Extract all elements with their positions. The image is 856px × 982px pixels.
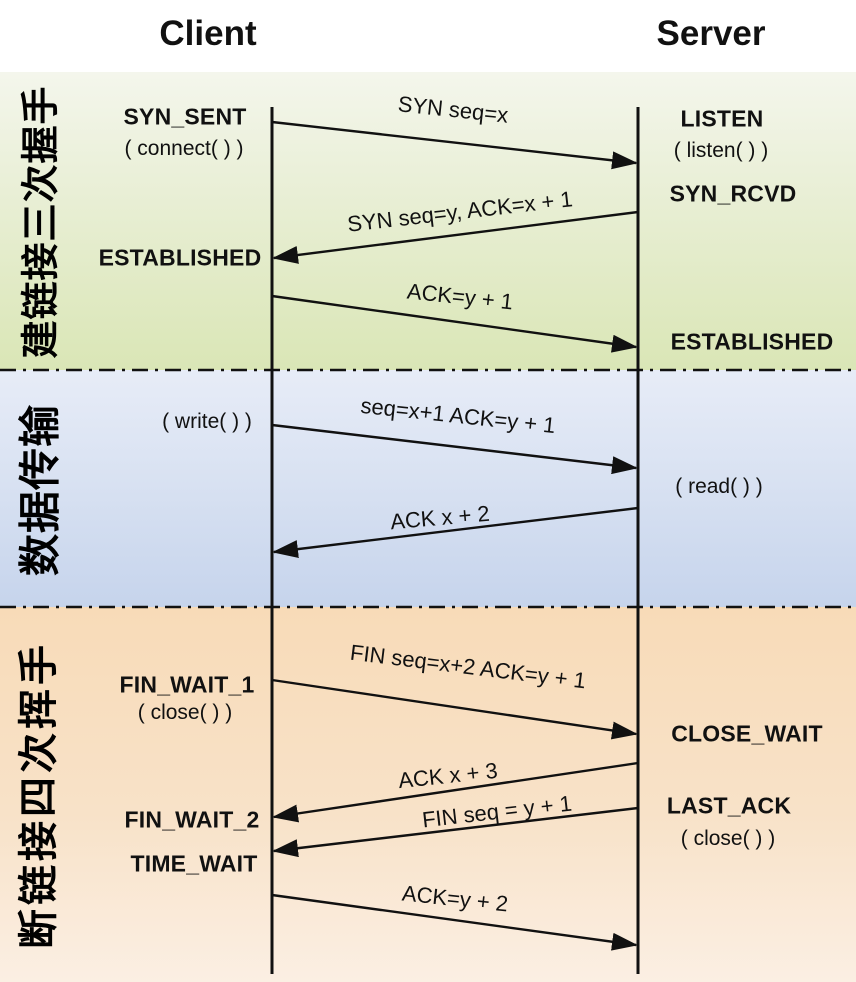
section-three-way-handshake	[0, 72, 856, 370]
client-call-close: ( close( ) )	[137, 701, 233, 724]
client-state-syn-sent: SYN_SENT	[123, 103, 247, 130]
server-state-listen: LISTEN	[680, 105, 764, 132]
client-header: Client	[159, 14, 257, 53]
arrow-fin-1	[271, 678, 638, 740]
arrow-data-ack	[272, 506, 639, 559]
server-call-read: ( read( ) )	[675, 475, 763, 498]
server-state-last-ack: LAST_ACK	[666, 792, 792, 819]
server-state-syn-rcvd: SYN_RCVD	[669, 180, 797, 207]
arrow-ack	[271, 294, 638, 353]
server-call-close: ( close( ) )	[680, 827, 776, 850]
client-call-write: ( write( ) )	[162, 410, 252, 433]
arrow-syn-ack	[272, 210, 639, 264]
client-state-fin-wait-1: FIN_WAIT_1	[119, 671, 255, 698]
client-state-fin-wait-2: FIN_WAIT_2	[124, 806, 260, 833]
arrow-syn	[271, 120, 638, 170]
client-state-established: ESTABLISHED	[98, 244, 262, 271]
arrow-data-seq	[271, 423, 638, 475]
server-state-established: ESTABLISHED	[670, 328, 834, 355]
arrow-ack-final	[271, 893, 638, 951]
section-label-three-way-handshake: 建链接三次握手	[17, 85, 63, 359]
client-state-time-wait: TIME_WAIT	[130, 850, 258, 877]
server-call-listen: ( listen( ) )	[673, 139, 769, 162]
section-data-transfer	[0, 370, 856, 607]
arrow-ack-x3	[272, 761, 639, 823]
server-state-close-wait: CLOSE_WAIT	[671, 720, 823, 747]
section-label-data-transfer: 数据传输	[15, 403, 65, 577]
server-header: Server	[656, 14, 766, 53]
arrow-fin-2	[272, 806, 639, 858]
client-call-connect: ( connect( ) )	[124, 137, 244, 160]
section-label-four-way-handshake: 断链接四次挥手	[15, 641, 62, 949]
